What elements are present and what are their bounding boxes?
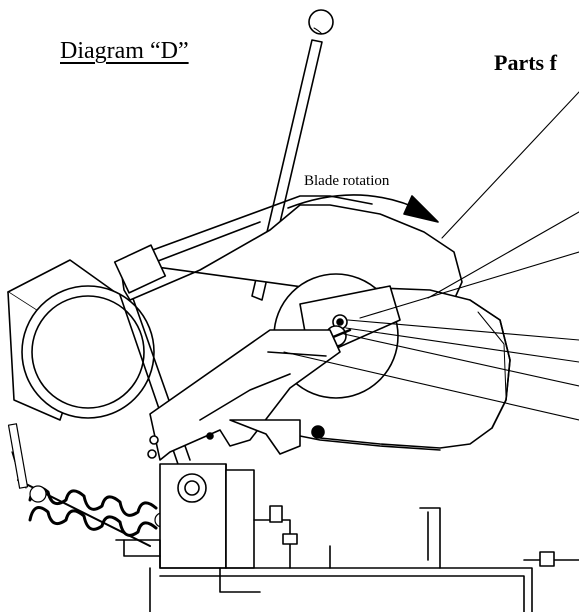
diagram-title: Diagram “D” xyxy=(60,38,189,64)
leader-lines xyxy=(284,92,579,420)
rotation-arrow xyxy=(288,195,438,222)
blade-rotation-label: Blade rotation xyxy=(304,173,390,189)
base-frame xyxy=(116,508,579,612)
upper-blade-guard xyxy=(115,196,462,302)
base-block xyxy=(160,464,297,568)
motor-assembly xyxy=(8,260,190,470)
pivot-arm xyxy=(148,330,340,460)
spring-assembly xyxy=(9,424,169,546)
parts-heading: Parts f xyxy=(494,50,557,75)
